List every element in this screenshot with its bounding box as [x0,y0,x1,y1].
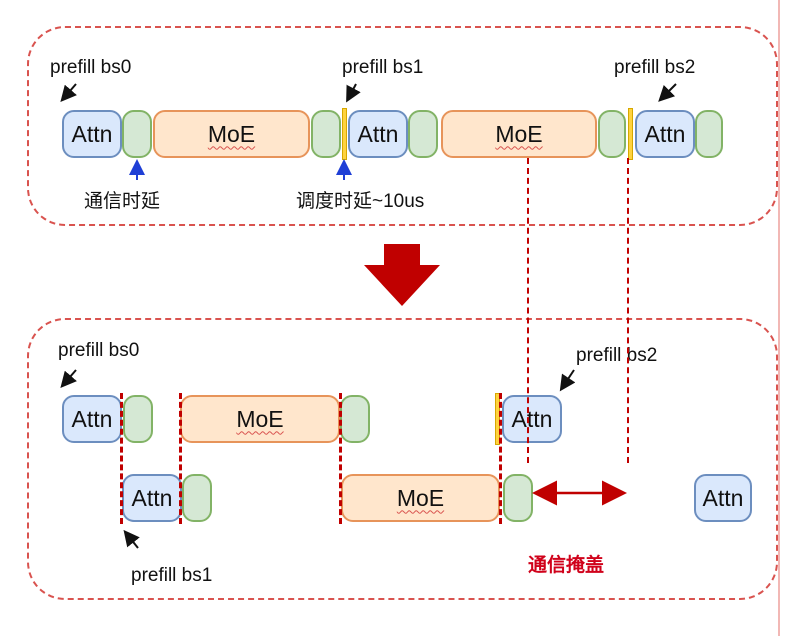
proj-line-2 [627,158,629,463]
top-moe-1: MoE [153,110,310,158]
bottom-panel [27,318,778,600]
bottom-attn-bs2: Attn [502,395,562,443]
arrow-bottom-bs2-icon [559,369,576,392]
bottom-label-bs2: prefill bs2 [576,345,658,366]
bottom-attn-bs0: Attn [62,395,122,443]
bottom-label-overlap: 通信掩盖 [528,555,605,576]
bottom-label-bs1: prefill bs1 [131,565,213,586]
top-sched-bar-2 [628,108,633,160]
sync-line-d [499,393,502,524]
top-attn-bs0: Attn [62,110,122,158]
top-comm-3 [408,110,438,158]
arrow-bs2-icon [658,83,677,102]
bottom-comm-3 [182,474,212,522]
top-comm-4 [598,110,626,158]
top-panel [27,26,778,226]
arrow-bottom-bs0-icon [60,369,77,389]
top-comm-5 [695,110,723,158]
bottom-comm-1 [123,395,153,443]
top-label-bs0: prefill bs0 [50,57,132,78]
proj-line-1 [527,158,529,463]
top-label-bs1: prefill bs1 [342,57,424,78]
bottom-moe-2: MoE [341,474,500,522]
bottom-attn-next: Attn [694,474,752,522]
top-label-bs2: prefill bs2 [614,57,696,78]
top-attn-bs2: Attn [635,110,695,158]
bottom-label-bs0: prefill bs0 [58,340,140,361]
bottom-attn-bs1: Attn [122,474,182,522]
bottom-comm-4 [503,474,533,522]
top-moe-2: MoE [441,110,597,158]
page-edge-line [778,0,780,636]
top-label-sched-delay: 调度时延~10us [296,191,425,212]
arrow-bs1-icon [346,83,361,103]
top-attn-bs1: Attn [348,110,408,158]
bottom-moe-1: MoE [180,395,340,443]
arrow-bottom-bs1-icon [123,529,140,549]
arrow-bs0-icon [60,83,77,103]
sync-line-b [179,393,182,524]
top-comm-1 [122,110,152,158]
sync-line-c [339,393,342,524]
top-label-comm-delay: 通信时延 [84,191,161,212]
sync-line-a [120,393,123,524]
top-comm-2 [311,110,341,158]
